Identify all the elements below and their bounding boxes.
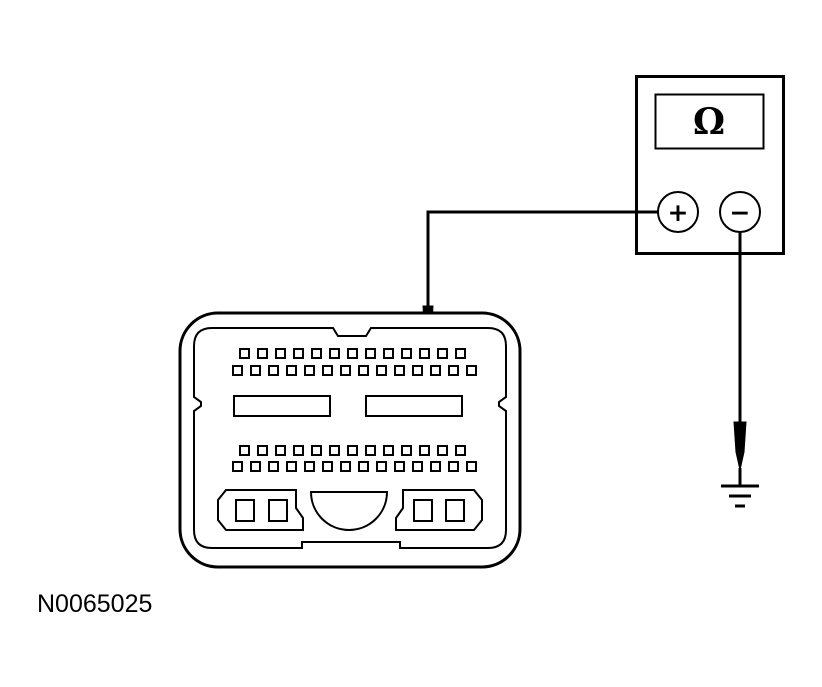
ohm-symbol: Ω	[693, 101, 725, 143]
upper-cavity-row-2	[232, 365, 477, 376]
ohmmeter-display	[654, 93, 765, 150]
figure-id: N0065025	[37, 590, 152, 618]
ohmmeter: Ω + −	[635, 75, 785, 255]
positive-lead-wire	[426, 210, 658, 310]
power-terminal-block-left	[217, 489, 304, 531]
negative-test-lead	[721, 232, 759, 508]
power-terminal-block-right	[395, 489, 483, 531]
negative-probe-tip	[733, 421, 747, 471]
positive-terminal-label: +	[668, 198, 689, 227]
lower-cavity-row-1	[239, 445, 466, 456]
upper-cavity-row-1	[239, 348, 466, 359]
lower-cavity-row-2	[232, 461, 477, 472]
ground-icon	[721, 468, 759, 508]
negative-terminal-label: −	[730, 198, 751, 227]
connector-slot-right	[365, 395, 463, 417]
center-key-arch	[309, 491, 389, 531]
connector-slot-left	[233, 395, 331, 417]
connector	[178, 311, 522, 569]
